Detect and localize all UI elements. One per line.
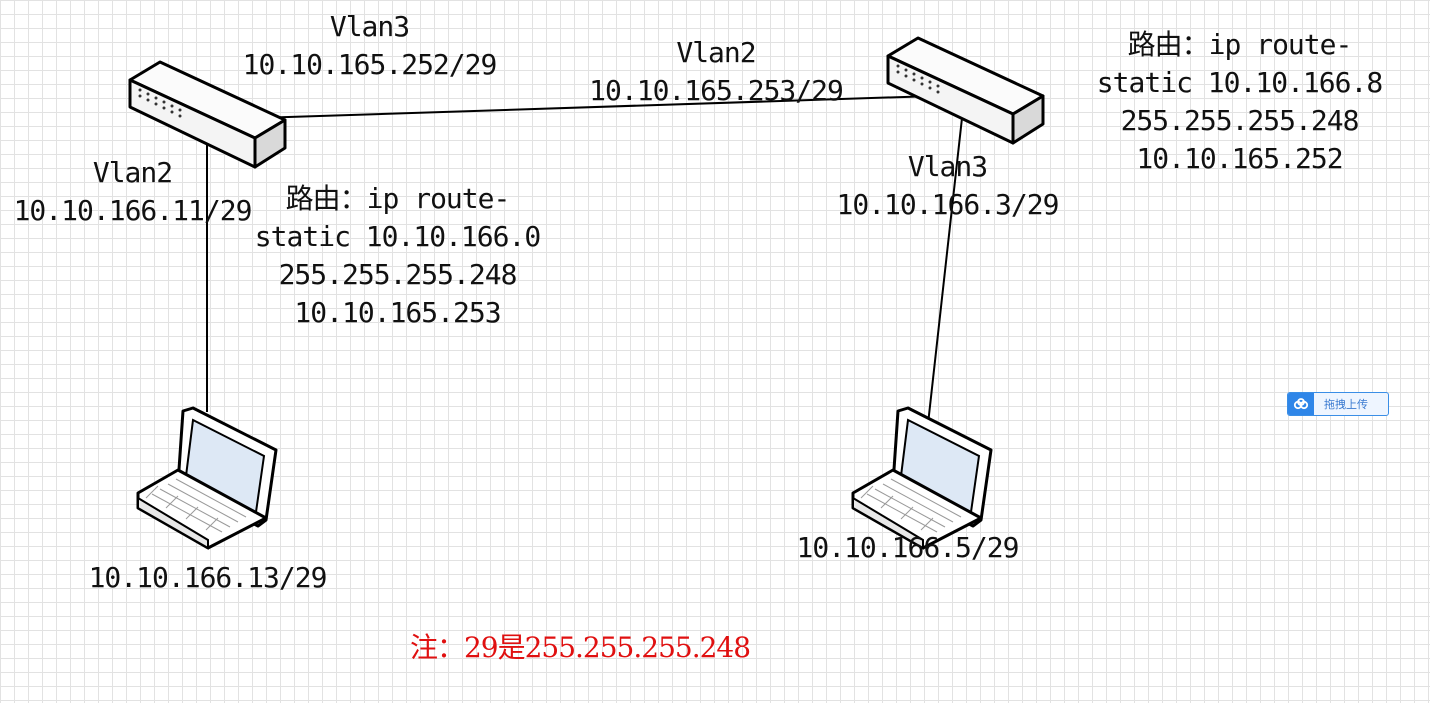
label-pc-right: 10.10.166.5/29: [785, 529, 1030, 567]
label-right-vlan2: Vlan2 10.10.165.253/29: [580, 34, 852, 110]
laptop-right: [853, 408, 991, 548]
label-right-route: 路由：ip route- static 10.10.166.8 255.255.…: [1082, 26, 1397, 178]
label-left-vlan2: Vlan2 10.10.166.11/29: [5, 154, 260, 230]
laptop-left: [138, 408, 276, 548]
label-left-route: 路由：ip route- static 10.10.166.0 255.255.…: [240, 180, 555, 332]
note-text: 注：29是255.255.255.248: [385, 629, 775, 667]
label-pc-left: 10.10.166.13/29: [80, 559, 335, 597]
drag-upload-label: 拖拽上传: [1324, 396, 1368, 412]
cloud-upload-icon: [1288, 393, 1314, 415]
label-right-vlan3: Vlan3 10.10.166.3/29: [825, 148, 1070, 224]
switch-right: [888, 38, 1043, 143]
drag-upload-button[interactable]: 拖拽上传: [1287, 392, 1389, 416]
label-left-vlan3: Vlan3 10.10.165.252/29: [232, 8, 507, 84]
